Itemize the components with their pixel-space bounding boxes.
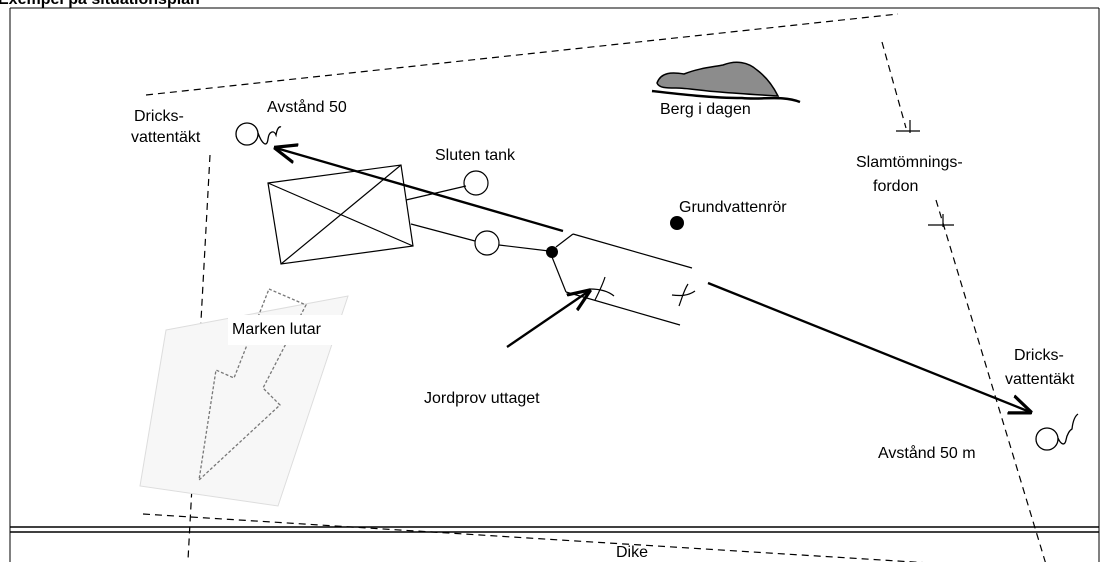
- diagram-title: Exempel på situationsplan: [0, 0, 200, 8]
- sludge-vehicle-label-line2: fordon: [873, 178, 918, 195]
- soil-sample-arrow: [506, 291, 589, 348]
- drinking-water-well-left: [235, 122, 282, 146]
- drinking-water-label-right-line2: vattentäkt: [1005, 371, 1075, 388]
- distance-arrow-left: [276, 148, 564, 233]
- rock-outcrop-symbol: [651, 61, 801, 104]
- closed-tank-label: Sluten tank: [435, 147, 516, 164]
- pipe-to-pump: [410, 223, 550, 256]
- ditch-label: Dike: [616, 544, 648, 561]
- trench-cross-marks: [589, 276, 696, 307]
- groundwater-pipe-label: Grundvattenrör: [679, 199, 787, 216]
- distance-arrow-right: [707, 281, 1030, 412]
- soil-sample-label: Jordprov uttaget: [424, 390, 540, 407]
- slope-indicator: [139, 288, 349, 507]
- ditch-line: [10, 526, 1099, 533]
- drinking-water-label-left-line2: vattentäkt: [131, 129, 201, 146]
- drinking-water-label-right-line1: Dricks-: [1014, 347, 1064, 364]
- diagram-frame: [9, 7, 1100, 562]
- sludge-vehicle-markers: [896, 120, 954, 227]
- drinking-water-label-left-line1: Dricks-: [134, 108, 184, 125]
- distance-label-right: Avstånd 50 m: [878, 444, 976, 462]
- closed-tank: [405, 170, 489, 201]
- distribution-well: [546, 246, 558, 258]
- groundwater-pipe-marker: [670, 216, 684, 230]
- rock-label: Berg i dagen: [660, 101, 751, 118]
- drinking-water-well-right: [1035, 413, 1079, 451]
- distance-label-left: Avstånd 50: [267, 98, 347, 116]
- infiltration-trench: [551, 233, 1030, 412]
- slope-label: Marken lutar: [232, 321, 322, 338]
- sludge-vehicle-label-line1: Slamtömnings-: [856, 154, 963, 171]
- treatment-building: [267, 164, 414, 265]
